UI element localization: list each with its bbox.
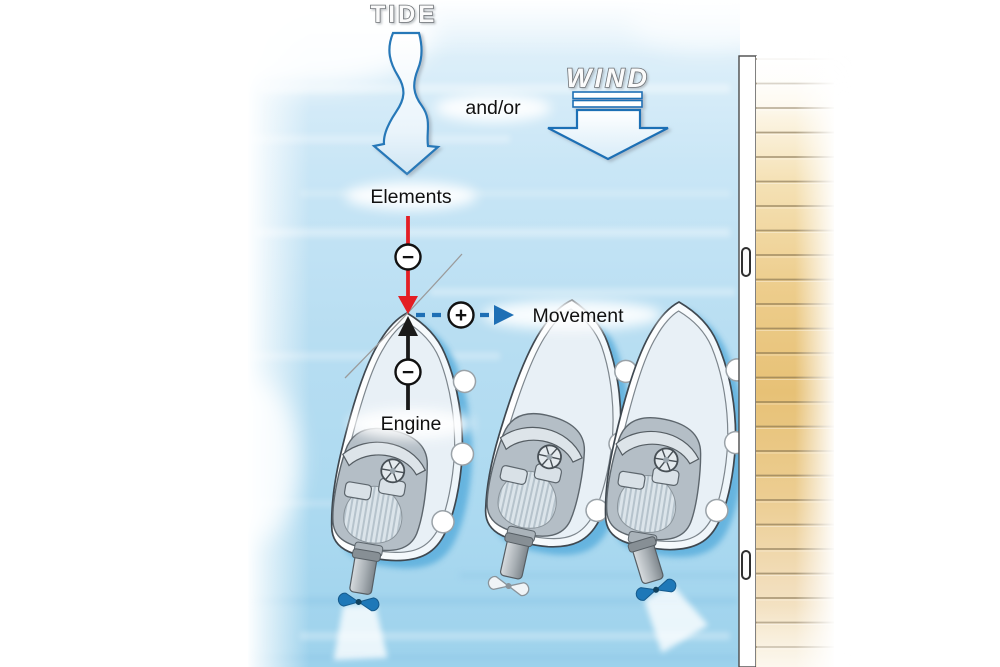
minus-icon: − xyxy=(402,246,414,269)
dock xyxy=(738,50,855,667)
movement-label: Movement xyxy=(532,305,624,327)
outboard-motor-2 xyxy=(486,532,534,598)
elements-label: Elements xyxy=(370,186,452,208)
plus-icon: + xyxy=(455,304,467,327)
dock-cleat-top xyxy=(741,247,751,277)
boat-3 xyxy=(581,295,740,653)
wind-group: WIND xyxy=(547,62,669,161)
engine-cloud xyxy=(349,409,473,439)
elements-cloud xyxy=(345,182,477,210)
prop-wash-3 xyxy=(644,583,709,653)
wind-label: WIND xyxy=(566,63,650,93)
engine-label: Engine xyxy=(381,413,442,435)
and-or-cloud xyxy=(435,94,551,122)
wind-arrow-icon xyxy=(547,91,669,161)
outboard-motor-3 xyxy=(627,536,709,653)
tide-arrow-icon xyxy=(371,31,441,176)
minus-badge-elements xyxy=(394,243,422,271)
engine-force-arrow: − xyxy=(394,316,422,410)
movement-cloud xyxy=(482,300,662,330)
tide-group: TIDE xyxy=(370,0,441,176)
outboard-motor-1 xyxy=(336,548,382,613)
propeller-icon xyxy=(634,577,679,603)
minus-icon: − xyxy=(402,361,414,384)
blue-arrowhead-icon xyxy=(494,305,514,325)
plus-badge-movement xyxy=(447,301,475,329)
minus-badge-engine xyxy=(394,358,422,386)
dock-cleat-bottom xyxy=(741,550,751,580)
tide-label: TIDE xyxy=(371,1,438,28)
boat-1 xyxy=(306,306,496,661)
prop-wash-1 xyxy=(333,604,388,661)
black-arrowhead-icon xyxy=(398,316,418,336)
boat-2 xyxy=(465,291,660,598)
and-or-label: and/or xyxy=(465,97,521,119)
propeller-icon xyxy=(486,574,531,598)
red-arrowhead-icon xyxy=(398,296,418,314)
water-area xyxy=(248,0,740,667)
movement-arrow: + xyxy=(416,301,514,329)
elements-force-arrow: − xyxy=(394,216,422,314)
propeller-icon xyxy=(336,591,381,613)
